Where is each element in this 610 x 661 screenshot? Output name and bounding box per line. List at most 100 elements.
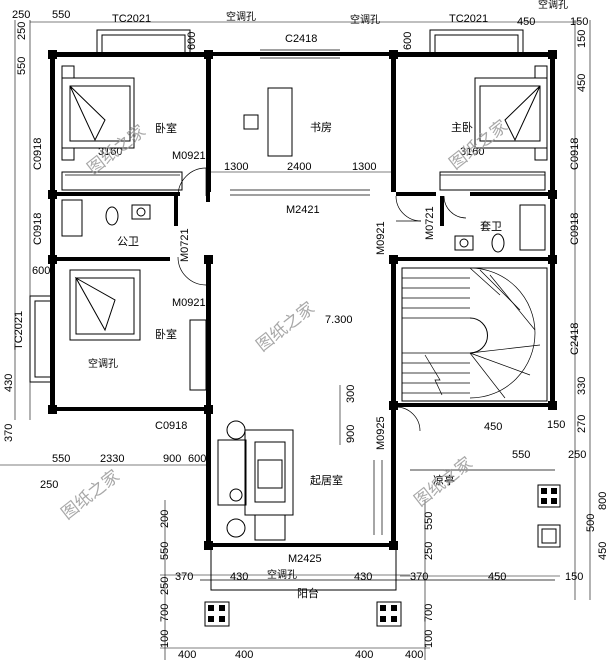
- door-tag-m2425: M2425: [288, 553, 322, 565]
- staircase: [401, 267, 548, 402]
- dim-300-mid: 300: [345, 385, 357, 403]
- room-label-pavilion: 凉亭: [433, 473, 455, 487]
- dim-150-mid: 150: [547, 419, 565, 431]
- dim-3160-left: 3160: [98, 146, 122, 158]
- window-tag-c0918-left-2: C0918: [32, 213, 44, 245]
- door-tag-m0921-right: M0921: [375, 221, 387, 255]
- living-furniture: [217, 420, 294, 541]
- watermark-5: 图纸之家: [411, 453, 477, 511]
- dim-550-bottom-right: 550: [423, 512, 435, 530]
- dim-450-top: 450: [517, 16, 535, 28]
- dim-550-right: 550: [512, 449, 530, 461]
- dim-1300-right: 1300: [352, 161, 376, 173]
- window-tag-tc2021-right: TC2021: [449, 13, 488, 25]
- dim-550-mid: 550: [52, 453, 70, 465]
- room-label-bedroom-left: 卧室: [155, 121, 177, 135]
- door-tag-m0921-lower: M0921: [172, 297, 206, 309]
- window-tag-tc2021-left: TC2021: [112, 13, 151, 25]
- window-tag-c2418-top: C2418: [285, 33, 317, 45]
- dim-370-right: 370: [410, 571, 428, 583]
- ac-hole-label-4: 空调孔: [88, 357, 118, 370]
- door-tag-m0721-left: M0721: [179, 228, 191, 262]
- dim-500-right: 500: [585, 514, 597, 532]
- dim-600-study-right: 600: [402, 32, 414, 50]
- dim-270-right: 270: [576, 415, 588, 433]
- dim-400-d: 400: [405, 649, 423, 661]
- dim-1300-left: 1300: [224, 161, 248, 173]
- door-tag-m0921-upper: M0921: [172, 150, 206, 162]
- elevation-mark: 7.300: [325, 314, 353, 326]
- dim-600-study-left: 600: [186, 32, 198, 50]
- study-desk: [243, 87, 293, 157]
- dim-330-right: 330: [576, 377, 588, 395]
- ac-hole-label-3: 空调孔: [538, 0, 568, 11]
- dim-100-left: 100: [159, 630, 171, 648]
- dim-430-right: 430: [354, 571, 372, 583]
- dim-200-left: 200: [159, 510, 171, 528]
- dim-370-left-v: 370: [3, 424, 15, 442]
- window-tag-c0918-right-2: C0918: [569, 213, 581, 245]
- dim-600-lower: 600: [32, 265, 50, 277]
- dim-700-right: 700: [423, 604, 435, 622]
- dim-550-left: 550: [16, 57, 28, 75]
- pavilion-columns: [200, 469, 561, 627]
- dim-900-mid-v: 900: [345, 425, 357, 443]
- dim-700-left: 700: [159, 604, 171, 622]
- dim-550-top: 550: [52, 9, 70, 21]
- room-label-study: 书房: [310, 121, 332, 134]
- watermark-4: 图纸之家: [58, 466, 124, 524]
- door-tag-m0925: M0925: [375, 416, 387, 450]
- ac-hole-label-5: 空调孔: [267, 568, 297, 581]
- window-tag-c0918-right-1: C0918: [569, 138, 581, 170]
- dim-370-left: 370: [175, 571, 193, 583]
- dim-400-c: 400: [355, 649, 373, 661]
- dim-430-left: 430: [230, 571, 248, 583]
- dim-250-top: 250: [12, 9, 30, 21]
- bay-windows: [29, 29, 524, 383]
- dim-800-right: 800: [597, 492, 609, 510]
- door-tag-m2421: M2421: [286, 204, 320, 216]
- bed-lower: [69, 269, 141, 341]
- bath-fixtures: [61, 199, 546, 253]
- dim-430-left: 430: [3, 374, 15, 392]
- dim-450-right-v: 450: [597, 542, 609, 560]
- watermark-3: 图纸之家: [253, 298, 319, 356]
- dim-400-b: 400: [235, 649, 253, 661]
- dim-400-a: 400: [178, 649, 196, 661]
- dim-2330: 2330: [100, 453, 124, 465]
- room-label-balcony: 阳台: [297, 586, 319, 600]
- dim-900-mid: 900: [163, 453, 181, 465]
- dim-250-bottom-left: 250: [159, 577, 171, 595]
- dim-150-bottom: 150: [565, 571, 583, 583]
- dim-250-mid: 250: [40, 479, 58, 491]
- ac-hole-label-1: 空调孔: [226, 10, 256, 23]
- room-label-bedroom-lower: 卧室: [155, 327, 177, 341]
- room-label-public-bath: 公卫: [117, 236, 139, 248]
- room-label-master-bedroom: 主卧: [451, 121, 473, 134]
- doors: [177, 167, 467, 432]
- window-tag-c0918-lower: C0918: [155, 420, 187, 432]
- dim-250-left: 250: [16, 22, 28, 40]
- window-tag-c2418-right: C2418: [569, 323, 581, 355]
- window-tag-c0918-left-1: C0918: [32, 138, 44, 170]
- dim-600-mid: 600: [188, 453, 206, 465]
- dim-150-top: 150: [570, 16, 588, 28]
- dim-250-right: 250: [568, 449, 586, 461]
- bed-master: [474, 65, 548, 161]
- ac-hole-label-2: 空调孔: [350, 13, 380, 26]
- dim-550-bottom-left: 550: [159, 542, 171, 560]
- dim-450-bottom: 450: [488, 571, 506, 583]
- walls: [50, 52, 555, 547]
- dim-450-right-top: 450: [576, 74, 588, 92]
- window-lines: [51, 49, 554, 546]
- dimension-lines: [0, 20, 591, 660]
- dim-250-bottom-right: 250: [423, 542, 435, 560]
- columns: [48, 50, 557, 550]
- window-tag-tc2021-lower: TC2021: [13, 311, 25, 350]
- dim-450-mid: 450: [484, 421, 502, 433]
- dim-150-right-top: 150: [576, 30, 588, 48]
- bed-left: [61, 65, 135, 161]
- dim-100-right: 100: [423, 630, 435, 648]
